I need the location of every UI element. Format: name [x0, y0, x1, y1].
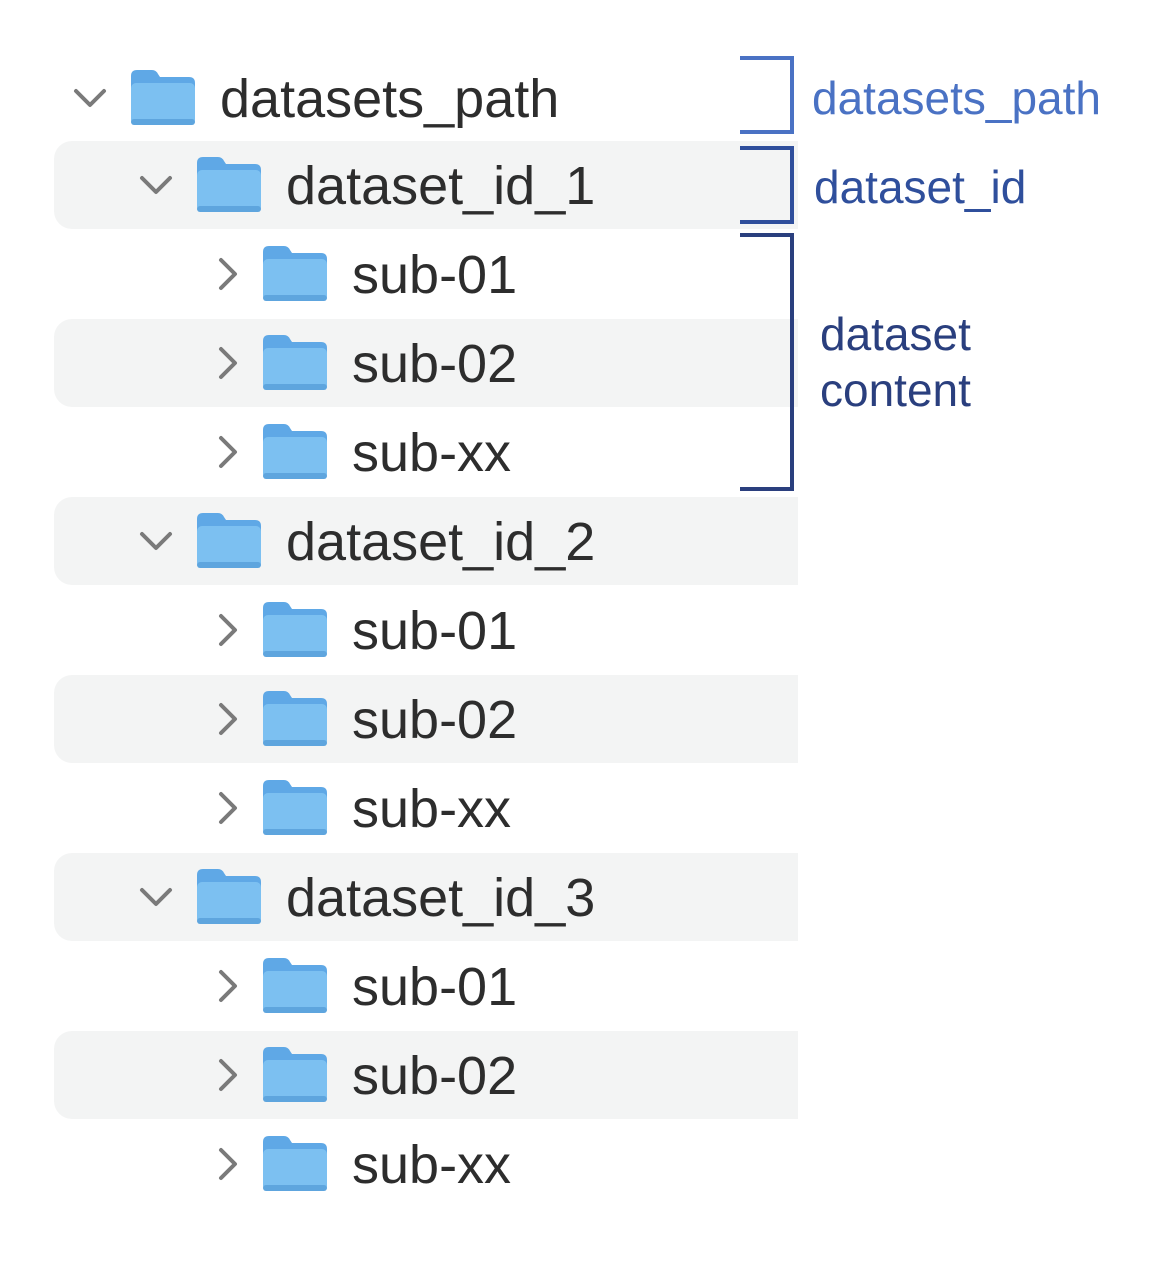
tree-row-subject[interactable]: sub-01	[54, 230, 798, 318]
dataset-content-line2: content	[820, 364, 971, 416]
folder-icon	[260, 687, 330, 749]
chevron-down-icon[interactable]	[134, 163, 178, 207]
folder-icon	[260, 331, 330, 393]
folder-icon	[194, 509, 264, 571]
folder-label: dataset_id_3	[286, 868, 596, 928]
chevron-right-icon[interactable]	[206, 697, 250, 741]
dataset-id-bracket	[740, 146, 794, 224]
folder-label: dataset_id_1	[286, 156, 596, 216]
folder-label: sub-01	[352, 957, 518, 1017]
tree-row-subject[interactable]: sub-01	[54, 942, 798, 1030]
chevron-down-icon[interactable]	[134, 875, 178, 919]
folder-icon	[260, 954, 330, 1016]
folder-icon	[128, 66, 198, 128]
tree-row-dataset[interactable]: dataset_id_2	[54, 497, 798, 585]
folder-icon	[194, 153, 264, 215]
chevron-right-icon[interactable]	[206, 608, 250, 652]
folder-icon	[260, 420, 330, 482]
tree-row-dataset[interactable]: dataset_id_1	[54, 141, 798, 229]
folder-label: sub-xx	[352, 779, 512, 839]
folder-label: sub-02	[352, 334, 518, 394]
chevron-down-icon[interactable]	[68, 76, 112, 120]
tree-row-root[interactable]: datasets_path	[54, 54, 798, 142]
dataset-content-annotation: dataset content	[820, 306, 971, 418]
tree-row-subject[interactable]: sub-02	[54, 675, 798, 763]
tree-row-subject[interactable]: sub-02	[54, 319, 798, 407]
chevron-right-icon[interactable]	[206, 1142, 250, 1186]
chevron-right-icon[interactable]	[206, 964, 250, 1008]
chevron-right-icon[interactable]	[206, 341, 250, 385]
folder-label: dataset_id_2	[286, 512, 596, 572]
chevron-right-icon[interactable]	[206, 1053, 250, 1097]
folder-label: datasets_path	[220, 69, 560, 129]
folder-icon	[194, 865, 264, 927]
folder-label: sub-02	[352, 690, 518, 750]
datasets-path-bracket	[740, 56, 794, 134]
tree-row-subject[interactable]: sub-xx	[54, 764, 798, 852]
folder-icon	[260, 1132, 330, 1194]
folder-label: sub-xx	[352, 1135, 512, 1195]
tree-row-subject[interactable]: sub-xx	[54, 1120, 798, 1208]
folder-icon	[260, 242, 330, 304]
folder-label: sub-02	[352, 1046, 518, 1106]
chevron-right-icon[interactable]	[206, 252, 250, 296]
chevron-right-icon[interactable]	[206, 430, 250, 474]
chevron-down-icon[interactable]	[134, 519, 178, 563]
folder-label: sub-01	[352, 601, 518, 661]
folder-icon	[260, 1043, 330, 1105]
tree-row-subject[interactable]: sub-02	[54, 1031, 798, 1119]
chevron-right-icon[interactable]	[206, 786, 250, 830]
folder-icon	[260, 598, 330, 660]
datasets-path-annotation: datasets_path	[812, 72, 1102, 124]
dataset-content-line1: dataset	[820, 308, 971, 360]
dataset-id-annotation: dataset_id	[814, 161, 1027, 213]
folder-icon	[260, 776, 330, 838]
dataset-content-bracket	[740, 233, 794, 491]
folder-label: sub-01	[352, 245, 518, 305]
tree-row-subject[interactable]: sub-xx	[54, 408, 798, 496]
tree-row-dataset[interactable]: dataset_id_3	[54, 853, 798, 941]
folder-label: sub-xx	[352, 423, 512, 483]
tree-row-subject[interactable]: sub-01	[54, 586, 798, 674]
